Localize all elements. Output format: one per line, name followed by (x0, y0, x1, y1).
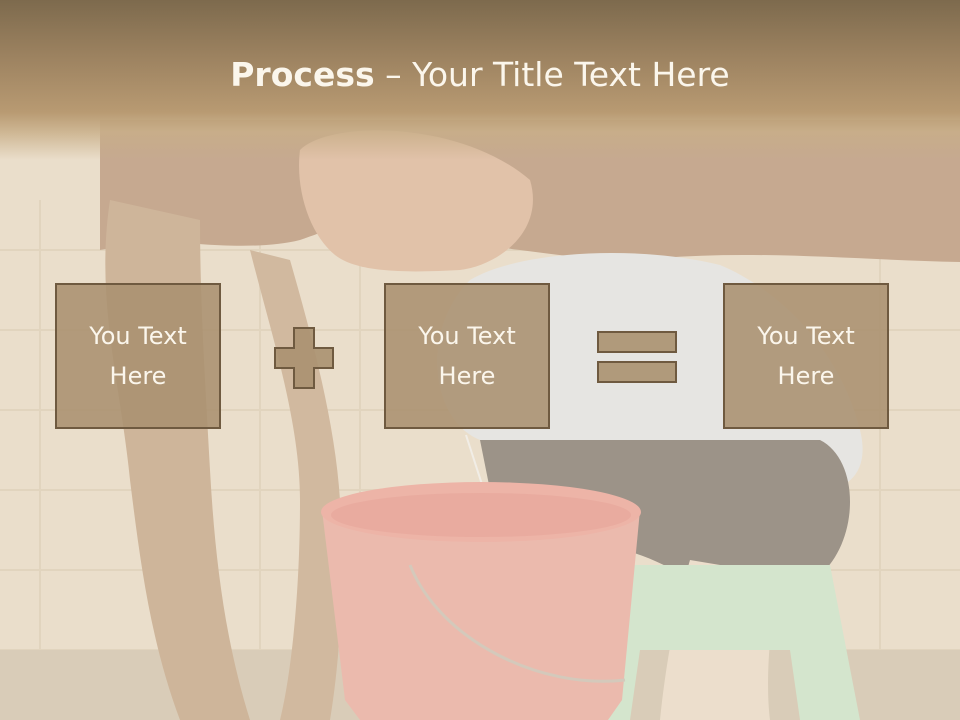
process-box-3-text: You Text Here (757, 322, 855, 390)
process-box-3[interactable]: You Text Here (723, 283, 889, 429)
plus-icon (273, 326, 335, 390)
title-bold-word: Process (230, 55, 375, 94)
process-box-1-text: You Text Here (89, 322, 187, 390)
title-band (0, 0, 960, 160)
process-box-2[interactable]: You Text Here (384, 283, 550, 429)
process-box-2-text: You Text Here (418, 322, 516, 390)
title-rest: – Your Title Text Here (374, 55, 730, 94)
equals-icon (596, 330, 680, 386)
slide-title: Process – Your Title Text Here (0, 52, 960, 98)
process-box-1[interactable]: You Text Here (55, 283, 221, 429)
